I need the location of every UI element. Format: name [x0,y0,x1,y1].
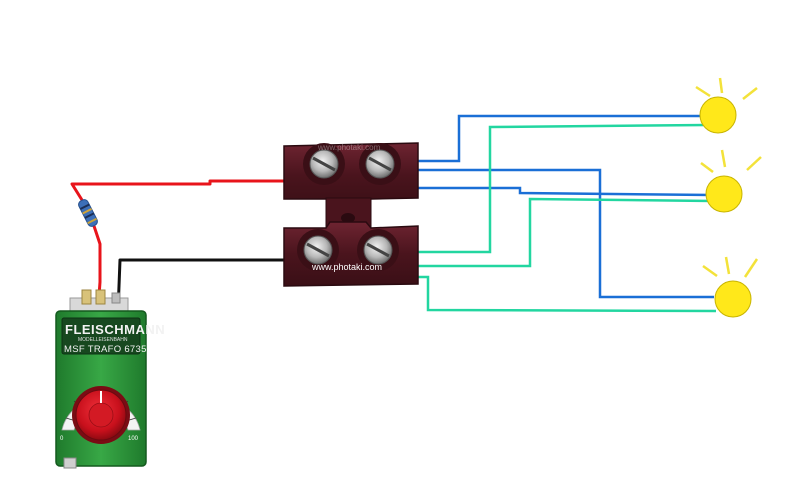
blue-wire-3 [418,186,713,197]
light-bulb-icon [695,77,758,134]
light-bulb-icon [702,256,759,318]
dial-min-label: 0 [60,436,64,442]
red-wire-top [70,179,287,201]
control-knob-icon [72,386,130,444]
green-wire-3 [418,275,717,313]
green-wire-2 [418,197,713,268]
terminal-screw-bottom-left [297,229,339,271]
light-bulb-icon [700,149,762,213]
watermark: www.photaki.com [311,262,382,272]
watermark-faint: www.photaki.com [317,143,381,152]
dial-max-label: 100 [128,436,139,442]
transformer-subtitle: MODELLEISENBAHN [78,337,128,343]
blue-wire-1 [418,114,706,163]
transformer: FLEISCHMANN MODELLEISENBAHN MSF TRAFO 67… [55,289,165,469]
resistor-icon [78,199,98,227]
transformer-terminals [69,289,129,313]
blue-wire-2 [418,168,714,299]
terminal-screw-top-right [359,143,401,185]
transformer-brand: FLEISCHMANN [65,322,165,337]
transformer-model: MSF TRAFO 6735 [64,344,147,355]
terminal-screw-bottom-right [357,229,399,271]
terminal-block: www.photaki.com www.photaki.com [283,142,419,287]
terminal-screw-top-left [303,143,345,185]
black-wire [116,258,287,313]
green-wire-1 [418,123,707,254]
